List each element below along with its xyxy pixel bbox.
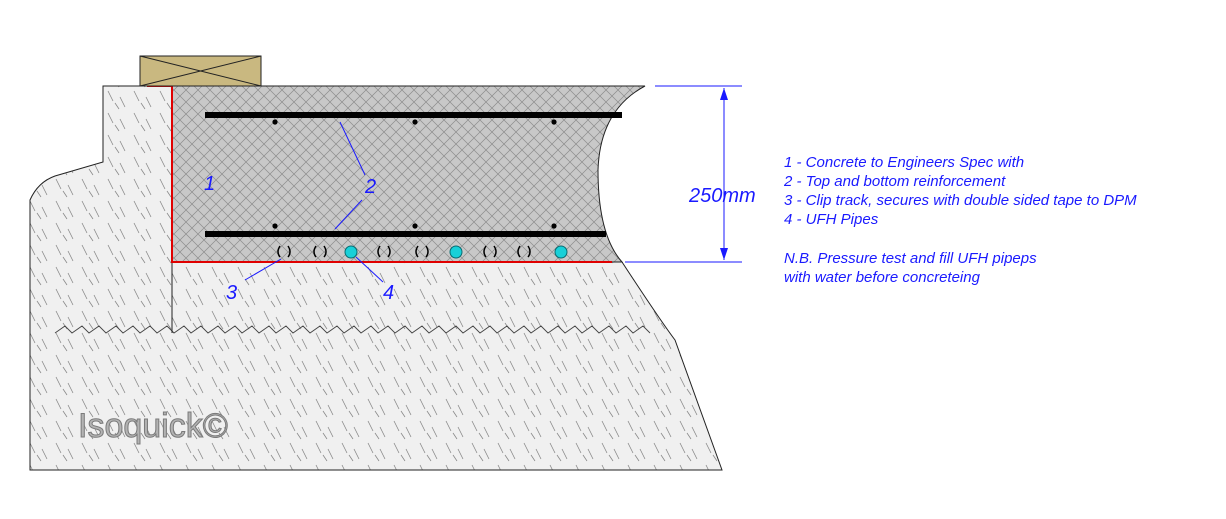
dimension-label: 250mm — [688, 185, 756, 207]
dimension-250 — [625, 85, 742, 263]
callout-1: 1 — [204, 173, 215, 195]
callout-3: 3 — [226, 282, 237, 304]
rebar-dots — [272, 119, 557, 229]
clip-track — [277, 245, 531, 258]
legend-item-1: 1 - Concrete to Engineers Spec with — [784, 154, 1024, 171]
ufh-pipes — [344, 245, 568, 259]
watermark-outline: Isoquick© — [78, 407, 228, 445]
concrete-slab — [171, 85, 646, 263]
timber-plate — [139, 55, 262, 87]
zigzag-joint — [54, 325, 651, 334]
watermark: Isoquick© — [78, 407, 228, 445]
legend-item-2: 2 - Top and bottom reinforcement — [783, 173, 1006, 190]
legend-note-line-2: with water before concreteing — [784, 269, 981, 286]
legend-item-3: 3 - Clip track, secures with double side… — [784, 192, 1137, 209]
legend-note-line-1: N.B. Pressure test and fill UFH pipeps — [784, 250, 1037, 267]
callout-2: 2 — [364, 176, 376, 198]
leader-lines — [244, 121, 384, 283]
callout-4: 4 — [383, 282, 394, 304]
legend: 1 - Concrete to Engineers Spec with 2 - … — [783, 154, 1137, 286]
legend-item-4: 4 - UFH Pipes — [784, 211, 879, 228]
